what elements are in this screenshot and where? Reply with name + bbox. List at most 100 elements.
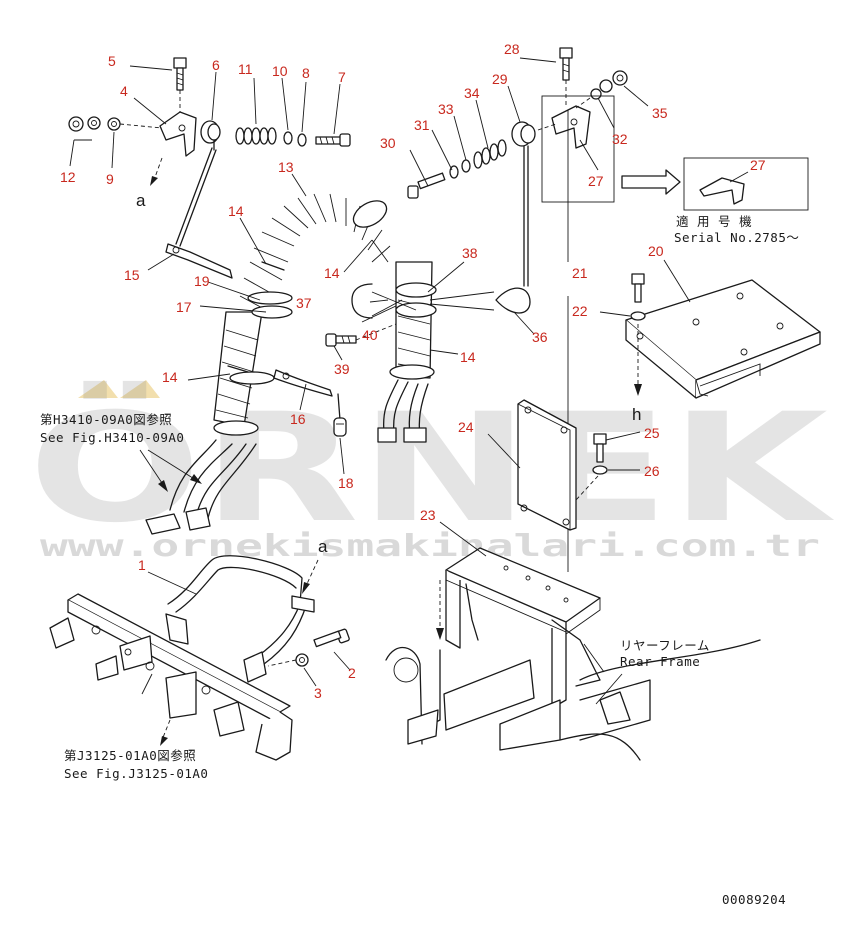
ref-h-label-jp: 第H3410-09A0図参照 [40,412,172,427]
marker-a-top: a [136,191,146,210]
mount-29-drawing [511,121,536,287]
callout-14-left: 14 [162,369,178,385]
callout-6: 6 [212,57,220,73]
leader-lines [69,57,749,705]
bracket-27-drawing [551,105,591,149]
marker-h: h [632,405,641,424]
drawing-number: 00089204 [722,892,786,907]
rear-frame-label-jp: リヤーフレーム [620,638,710,653]
callout-28: 28 [504,41,520,57]
callout-4: 4 [120,83,128,99]
straps-drawing [165,243,531,437]
callout-9: 9 [106,171,114,187]
watermark-url: www.ornekismakinalari.com.tr [40,529,820,564]
bracket-4-drawing [159,111,197,157]
nut-8-drawing [297,133,307,147]
callout-17: 17 [176,299,192,315]
callout-16: 16 [290,411,306,427]
serial-label-jp: 適 用 号 機 [676,214,752,229]
marker-a-guard: a [318,537,328,556]
washer-10-drawing [283,131,293,145]
callout-27: 27 [588,173,604,189]
ref-h-leader-2 [147,449,197,481]
washer-33-drawing [461,159,471,173]
washer-9-drawing [107,117,121,131]
callout-26: 26 [644,463,660,479]
spring-34-drawing [473,139,507,169]
bolt-5-drawing [173,57,187,91]
callout-15: 15 [124,267,140,283]
clamp-36-drawing [495,287,531,314]
rear-frame-drawing [385,639,761,761]
callout-27-serial: 27 [750,157,766,173]
watermark-accent-left [78,380,118,398]
bracket-20-drawing [625,279,821,399]
callout-8: 8 [302,65,310,81]
hardware-top-left [68,57,351,247]
callout-35: 35 [652,105,668,121]
watermark: ÖRNEK www.ornekismakinalari.com.tr [28,380,834,564]
callout-11: 11 [238,61,253,77]
callout-30: 30 [380,135,396,151]
frame-bottom-left-drawing [49,593,293,761]
callout-31: 31 [414,117,430,133]
callout-13: 13 [278,159,294,175]
bolt-18-drawing [333,417,347,437]
callout-22: 22 [572,303,588,319]
ref-h-label-en: See Fig.H3410-09A0 [40,430,184,445]
nuts-12-drawing [68,116,101,132]
callout-34: 34 [464,85,480,101]
strap-16-drawing [273,369,333,397]
callout-5: 5 [108,53,116,69]
variant-box [541,95,615,203]
stand-23-drawing [445,547,601,709]
panel-24-drawing [517,399,577,531]
callout-1: 1 [138,557,146,573]
serial-box [683,157,809,211]
variant-arrow [621,169,681,195]
bolt-25-drawing [592,433,608,475]
bolt-28-drawing [559,47,573,81]
callout-37: 37 [296,295,312,311]
callout-labels: 5 4 6 11 10 8 7 12 9 13 14 15 19 17 14 3… [60,41,766,701]
callout-39: 39 [334,361,350,377]
callout-24: 24 [458,419,474,435]
callout-29: 29 [492,71,508,87]
callout-3: 3 [314,685,322,701]
callout-7: 7 [338,69,346,85]
callout-25: 25 [644,425,660,441]
callout-20: 20 [648,243,664,259]
ref-j-label-jp: 第J3125-01A0図参照 [64,748,196,763]
nut-35-drawing [599,70,628,93]
callout-33: 33 [438,101,454,117]
ref-j-label-en: See Fig.J3125-01A0 [64,766,208,781]
callout-18: 18 [338,475,354,491]
rear-frame-label-en: Rear Frame [620,654,700,669]
ref-h-leader-1 [139,449,165,487]
callout-14-right: 14 [460,349,476,365]
serial-label-en: Serial No.2785～ [674,230,799,245]
callout-14-upper: 14 [228,203,244,219]
mount-6-drawing [175,120,221,247]
callout-23: 23 [420,507,436,523]
bolt-30-drawing [407,172,446,199]
callout-32: 32 [612,131,628,147]
bolt-22-drawing [630,273,646,321]
callout-2: 2 [348,665,356,681]
callout-12: 12 [60,169,76,185]
callout-10: 10 [272,63,288,79]
bolt-7-drawing [315,133,351,147]
callout-14-mid: 14 [324,265,340,281]
callout-21: 21 [572,265,588,281]
callout-40: 40 [362,327,378,343]
strap-15-drawing [165,243,233,279]
watermark-accent-right [120,380,160,398]
callout-38: 38 [462,245,478,261]
washer-32-drawing [590,88,602,100]
spring-11-drawing [235,127,277,145]
callout-19: 19 [194,273,210,289]
hardware-top-right [407,47,809,287]
bolt-39-drawing [325,333,357,347]
